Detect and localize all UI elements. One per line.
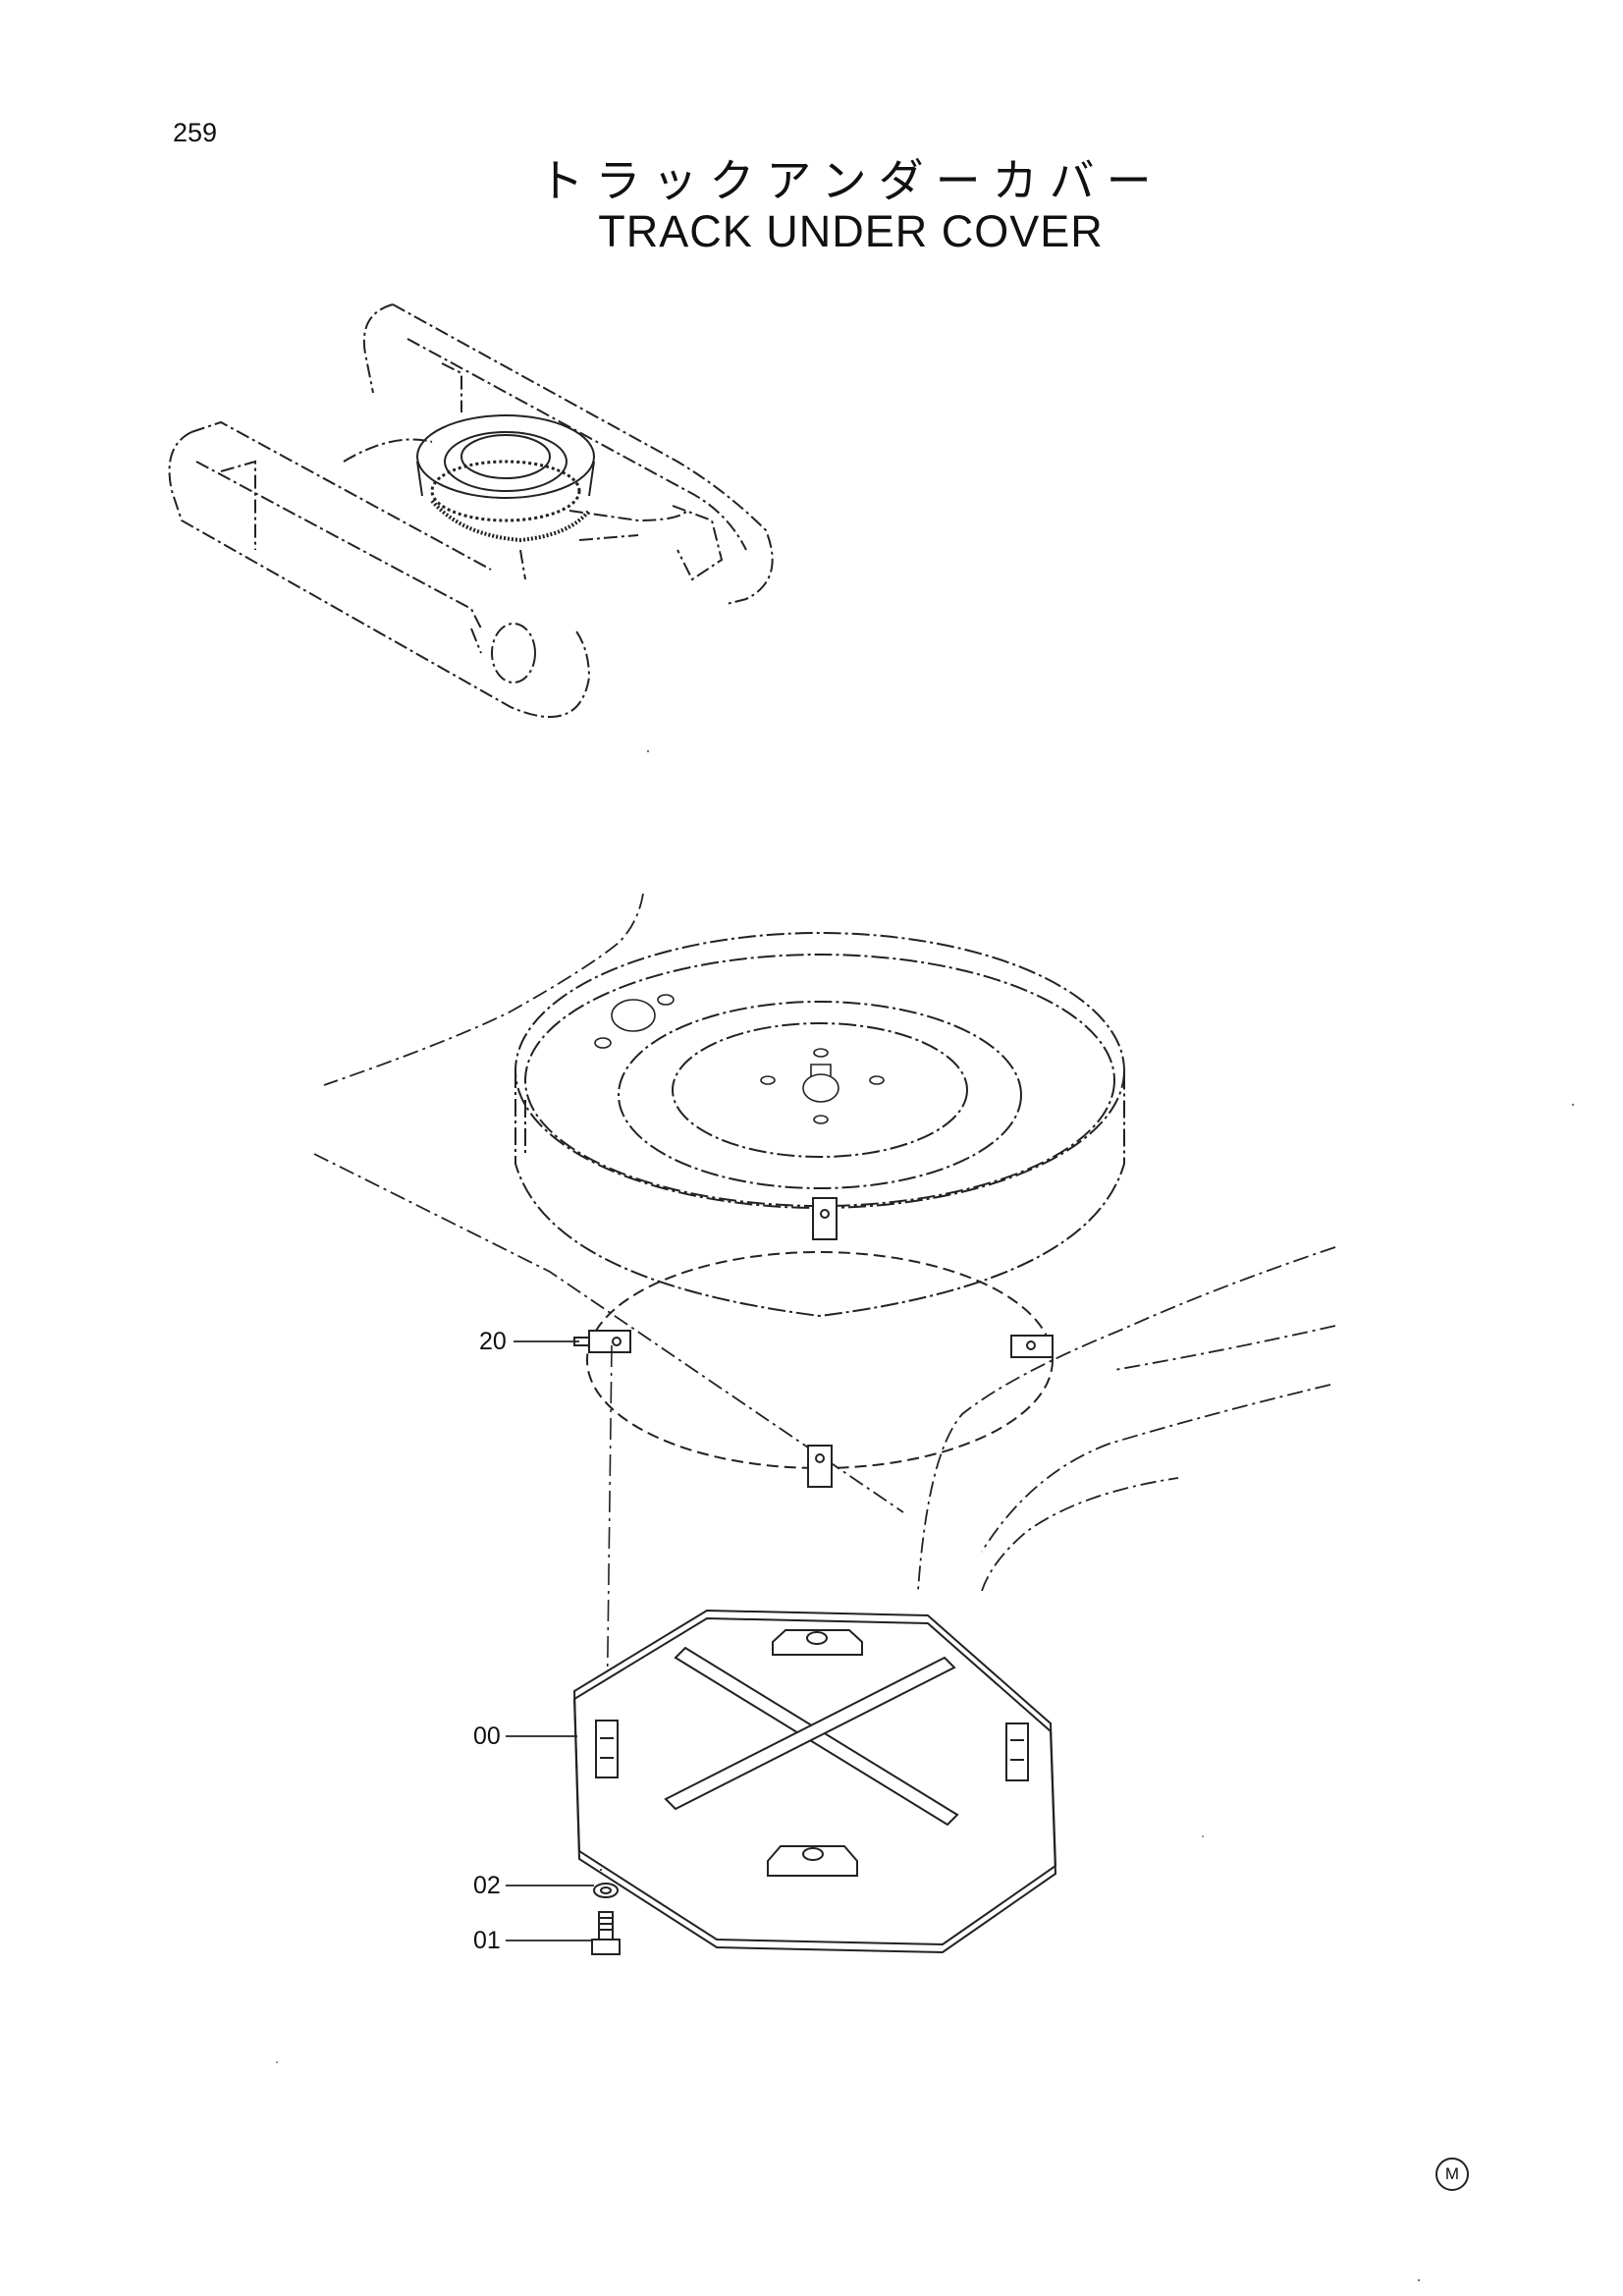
callout-01: 01	[473, 1927, 501, 1954]
callout-20: 20	[479, 1328, 507, 1355]
assembly-line	[606, 1344, 613, 1724]
frame-brackets	[573, 1197, 1054, 1488]
swing-bearing-holes	[594, 994, 885, 1124]
page-number: 259	[173, 118, 218, 147]
under-cover-plate	[572, 1609, 1057, 1954]
swing-bearing-overview	[416, 414, 595, 543]
swing-bearing	[514, 932, 1125, 1318]
leader-lines	[506, 1340, 594, 1941]
machine-body-outline	[313, 893, 1336, 1592]
scan-specks	[276, 749, 1575, 2282]
title-english: TRACK UNDER COVER	[598, 206, 1104, 256]
title-japanese: トラックアンダーカバー	[538, 154, 1163, 207]
washer	[593, 1883, 619, 1898]
callout-00: 00	[473, 1722, 501, 1750]
bolt	[591, 1911, 621, 1955]
undercarriage-overview	[168, 303, 774, 718]
m-mark: M	[1435, 2158, 1469, 2191]
cover-footprint	[586, 1251, 1054, 1469]
callout-02: 02	[473, 1872, 501, 1899]
